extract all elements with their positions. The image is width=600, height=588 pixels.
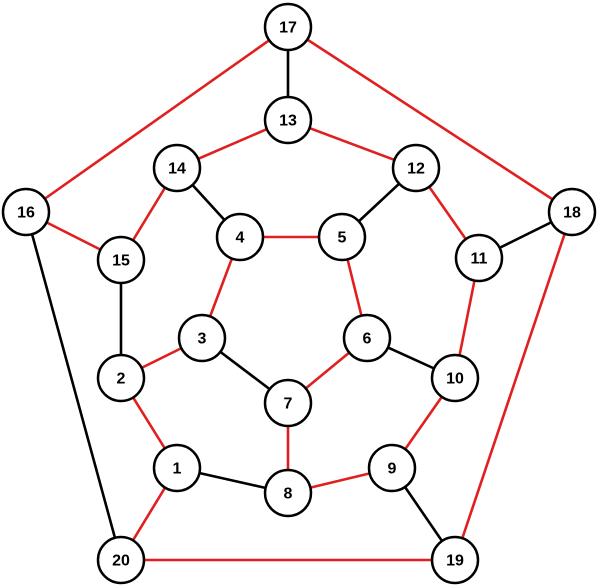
node-circle	[263, 468, 313, 518]
node-circle	[215, 212, 265, 262]
node-label: 12	[407, 161, 425, 178]
node-14: 14	[152, 143, 202, 193]
node-label: 16	[17, 205, 35, 222]
node-label: 13	[279, 113, 297, 130]
node-circle	[367, 443, 417, 493]
edge-18-19	[453, 210, 574, 562]
node-20: 20	[96, 535, 146, 585]
node-19: 19	[430, 535, 480, 585]
node-17: 17	[263, 2, 313, 52]
node-5: 5	[317, 212, 367, 262]
node-circle	[317, 212, 367, 262]
node-label: 19	[446, 553, 464, 570]
node-label: 4	[236, 230, 245, 247]
node-circle	[263, 95, 313, 145]
node-9: 9	[367, 443, 417, 493]
node-label: 7	[284, 396, 293, 413]
node-circle	[263, 378, 313, 428]
node-3: 3	[177, 313, 227, 363]
node-circle	[96, 535, 146, 585]
node-circle	[96, 235, 146, 285]
edge-17-16	[24, 25, 290, 214]
node-circle	[1, 187, 51, 237]
node-label: 2	[117, 371, 126, 388]
node-16: 16	[1, 187, 51, 237]
node-13: 13	[263, 95, 313, 145]
node-circle	[263, 2, 313, 52]
node-circle	[152, 143, 202, 193]
node-circle	[96, 353, 146, 403]
node-circle	[152, 443, 202, 493]
node-4: 4	[215, 212, 265, 262]
node-18: 18	[547, 187, 597, 237]
node-circle	[547, 187, 597, 237]
node-circle	[342, 313, 392, 363]
node-circle	[454, 233, 504, 283]
node-label: 17	[279, 20, 297, 37]
node-circle	[391, 143, 441, 193]
node-label: 20	[112, 553, 130, 570]
node-label: 1	[173, 461, 182, 478]
node-label: 8	[284, 486, 293, 503]
node-1: 1	[152, 443, 202, 493]
node-7: 7	[263, 378, 313, 428]
node-label: 18	[563, 205, 581, 222]
node-label: 6	[363, 331, 372, 348]
node-label: 15	[112, 253, 130, 270]
node-label: 11	[471, 251, 488, 268]
node-label: 14	[168, 161, 186, 178]
node-10: 10	[430, 353, 480, 403]
node-6: 6	[342, 313, 392, 363]
node-circle	[430, 535, 480, 585]
node-8: 8	[263, 468, 313, 518]
node-circle	[177, 313, 227, 363]
edge-16-20	[24, 210, 123, 562]
node-11: 11	[454, 233, 504, 283]
node-label: 9	[388, 461, 397, 478]
node-label: 3	[198, 331, 207, 348]
node-15: 15	[96, 235, 146, 285]
edge-17-18	[286, 25, 574, 214]
node-label: 5	[338, 230, 347, 247]
node-12: 12	[391, 143, 441, 193]
node-2: 2	[96, 353, 146, 403]
node-circle	[430, 353, 480, 403]
node-label: 10	[446, 371, 464, 388]
